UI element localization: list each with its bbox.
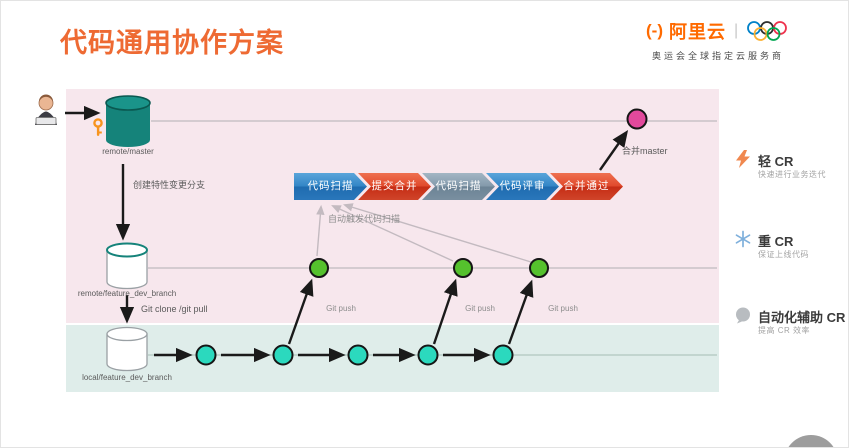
git-push-arrow-2 [432,278,458,345]
auto-trigger-arrow-2 [331,205,454,262]
olympic-rings-icon [747,20,788,41]
pipeline-step-code-scan-1: 代码扫描 [294,173,367,200]
brand-name: 阿里云 [668,22,726,42]
git-push-label-2: Git push [465,304,495,313]
brand-divider: | [733,22,739,39]
legend-title: 重 CR [758,234,794,249]
local-commit-node [195,344,217,366]
legend-subtitle: 快速进行业务迭代 [758,170,826,179]
auto-trigger-arrow-3 [342,203,532,263]
remote-feature-db-icon [106,242,148,290]
git-push-label-1: Git push [326,304,356,313]
legend-title: 轻 CR [758,154,794,169]
local-feature-db-icon [106,326,148,372]
local-commit-node [492,344,514,366]
page-title: 代码通用协作方案 [60,28,284,58]
local-lane-panel [66,325,719,392]
remote-commit-node [529,258,549,278]
legend-subtitle: 提高 CR 效率 [758,326,810,335]
remote-commit-node [453,258,473,278]
lightning-icon [736,150,750,168]
auto-trigger-arrow-1 [316,204,325,257]
git-push-arrow-1 [287,278,314,345]
local-commit-node [347,344,369,366]
pipeline-step-merge-pass: 合并通过 [550,173,623,200]
assistant-icon [736,307,750,324]
git-push-arrow-3 [507,279,534,345]
local-commit-node [272,344,294,366]
brand-tagline: 奥运会全球指定云服务商 [652,51,785,61]
pipeline-step-code-review: 代码评审 [486,173,559,200]
auto-trigger-label: 自动触发代码扫描 [328,214,401,224]
legend-subtitle: 保证上线代码 [758,250,809,259]
remote-feature-branch-label: remote/feature_dev_branch [77,289,177,298]
master-branch-label: remote/master [102,147,154,156]
pipeline-step-code-scan-2: 代码扫描 [422,173,495,200]
local-feature-branch-label: local/feature_dev_branch [82,373,172,382]
corner-bubble [784,435,838,447]
merge-master-arrow [599,130,629,171]
master-merge-commit-node [626,108,648,130]
local-commit-node [417,344,439,366]
create-branch-label: 创建特性变更分支 [133,180,206,190]
git-push-label-3: Git push [548,304,578,313]
merge-master-label: 合并master [622,146,668,156]
remote-commit-node [309,258,329,278]
developer-icon [35,94,57,125]
legend-title: 自动化辅助 CR [758,310,846,325]
review-pipeline: 代码扫描 提交合并 代码扫描 代码评审 合并通过 [294,173,623,200]
key-icon [93,118,103,136]
remote-master-db-icon [105,95,151,147]
remote-lane-panel [66,89,719,323]
pipeline-step-submit-merge: 提交合并 [358,173,431,200]
alibaba-cloud-logo-icon: (-) [646,21,663,40]
brand-block: (-) 阿里云 | 奥运会全球指定云服务商 [646,18,846,62]
snowflake-icon [735,230,751,248]
clone-pull-label: Git clone /git pull [141,304,208,314]
